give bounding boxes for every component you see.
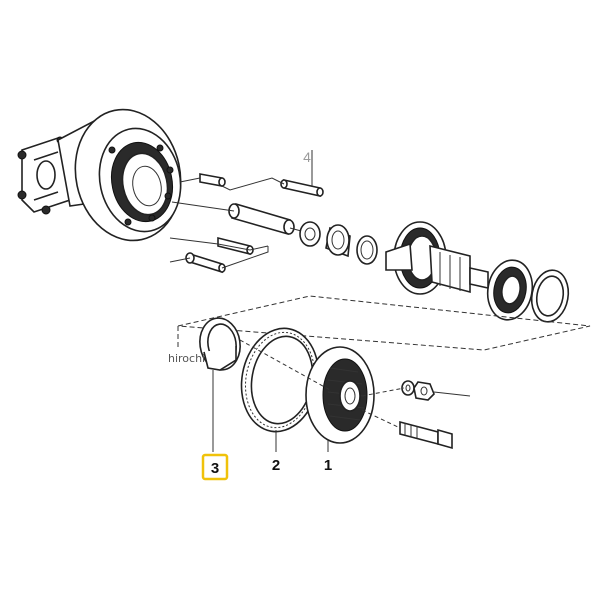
fasteners	[399, 380, 453, 450]
callout-leaders	[212, 370, 329, 452]
snap-ring	[530, 269, 570, 323]
watermark-text: hirochi	[168, 352, 205, 365]
shaft-rings	[299, 221, 378, 265]
callout-part-3: 3	[211, 460, 219, 477]
oil-seal-ring-part-3	[199, 317, 241, 371]
part-3-highlight-box	[201, 453, 229, 481]
cover-part-1	[305, 346, 375, 444]
leader-lines-lower	[239, 339, 471, 429]
roller-bearing	[486, 259, 534, 321]
pinion-gear-shaft	[385, 221, 489, 295]
stud-bolts	[185, 173, 324, 274]
leader-lines-top	[169, 150, 313, 269]
gasket-part-2	[240, 327, 320, 433]
final-drive-housing	[17, 108, 182, 242]
callout-part-4: 4	[303, 149, 311, 165]
callout-part-2: 2	[272, 457, 280, 474]
callout-part-1: 1	[324, 457, 332, 474]
lower-assembly-outline	[177, 295, 591, 351]
